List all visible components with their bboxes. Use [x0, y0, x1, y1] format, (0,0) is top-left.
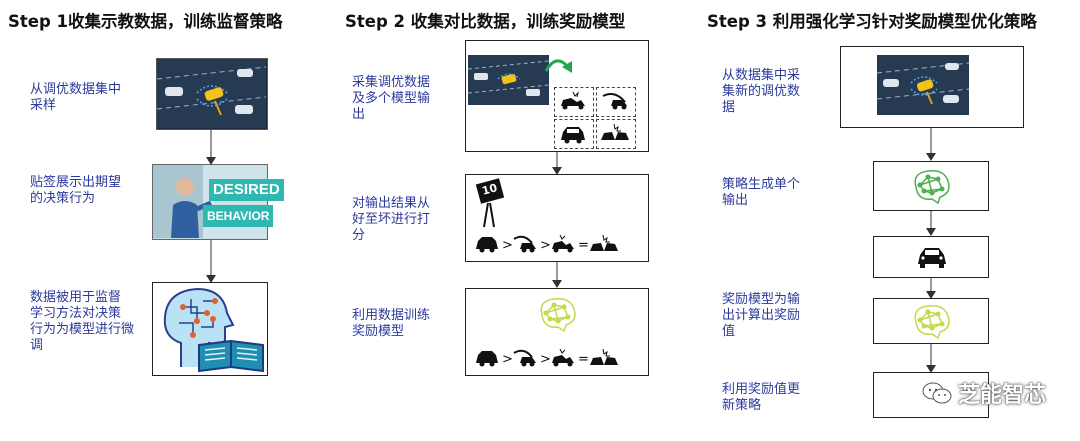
- arrow-icon: [926, 278, 936, 299]
- head-book-icon: [163, 287, 264, 373]
- step2-label-collect: 采集调优数据 及多个模型输 出: [352, 75, 431, 122]
- step3-policy-box: [873, 161, 989, 211]
- step1-road-image: [156, 58, 268, 130]
- behavior-text: BEHAVIOR: [203, 205, 274, 227]
- step2-ranking-box: 10 > > =: [465, 174, 649, 262]
- svg-text:>: >: [502, 238, 513, 253]
- step2-label-rank: 对输出结果从 好至坏进行打 分: [352, 196, 431, 243]
- ranking-sequence-icon: > > =: [476, 348, 618, 367]
- step1-label-finetune: 数据被用于监督 学习方法对决策 行为为模型进行微 调: [30, 290, 135, 353]
- step2-title: Step 2 收集对比数据，训练奖励模型: [345, 12, 626, 31]
- arrow-icon: [552, 152, 562, 175]
- step1-learning-image: [152, 282, 268, 376]
- step3-label-reward: 奖励模型为输 出计算出奖励 值: [722, 292, 801, 339]
- svg-text:>: >: [540, 238, 551, 253]
- car-crash-icon: [561, 91, 585, 110]
- step3-reward-box: [873, 298, 989, 344]
- road-scene-icon: [468, 55, 549, 105]
- arrow-icon: [926, 128, 936, 161]
- wechat-icon: [922, 382, 952, 404]
- car-icon: [561, 127, 585, 144]
- brain-network-icon: [540, 297, 576, 333]
- score-sign-icon: [475, 178, 505, 228]
- arrow-icon: [926, 344, 936, 373]
- step2-reward-model-box: > > =: [465, 288, 649, 376]
- brain-network-icon: [914, 169, 950, 205]
- step1-label-annotate: 贴签展示出期望 的决策行为: [30, 175, 122, 206]
- car-swerve-icon: [602, 93, 627, 110]
- output-tile-2: [596, 87, 636, 117]
- svg-text:>: >: [540, 352, 551, 367]
- step2-label-train: 利用数据训练 奖励模型: [352, 308, 431, 339]
- step3-dataset-box: [840, 46, 1024, 128]
- curved-arrow-icon: [544, 59, 572, 73]
- road-scene-icon: [877, 55, 969, 115]
- arrow-icon: [206, 240, 216, 283]
- step3-title: Step 3 利用强化学习针对奖励模型优化策略: [707, 12, 1037, 31]
- arrow-icon: [552, 262, 562, 288]
- step3-label-new-data: 从数据集中采 集新的调优数 据: [722, 68, 801, 115]
- step1-title: Step 1收集示教数据，训练监督策略: [8, 12, 283, 31]
- svg-text:=: =: [578, 238, 589, 253]
- step1-desired-behavior-image: DESIRED BEHAVIOR: [152, 164, 284, 240]
- step3-label-policy-output: 策略生成单个 输出: [722, 177, 801, 208]
- brain-network-icon: [914, 304, 950, 340]
- arrow-icon: [926, 211, 936, 236]
- watermark-text: 芝能智芯: [957, 383, 1046, 408]
- road-scene-icon: [157, 59, 266, 128]
- step3-label-update: 利用奖励值更 新策略: [722, 382, 801, 413]
- presenter-icon: [153, 165, 266, 238]
- car-icon: [918, 248, 946, 268]
- desired-text: DESIRED: [209, 179, 284, 201]
- output-tile-3: [554, 119, 594, 149]
- step2-outputs-box: [465, 40, 649, 152]
- svg-text:=: =: [578, 352, 589, 367]
- car-collision-icon: [601, 123, 629, 140]
- output-tile-4: [596, 119, 636, 149]
- watermark: 芝能智芯: [922, 377, 1046, 409]
- output-tile-1: [554, 87, 594, 117]
- svg-text:>: >: [502, 352, 513, 367]
- step3-output-box: [873, 236, 989, 278]
- arrow-icon: [206, 130, 216, 165]
- step1-label-sample: 从调优数据集中 采样: [30, 82, 122, 113]
- ranking-sequence-icon: > > =: [476, 234, 618, 253]
